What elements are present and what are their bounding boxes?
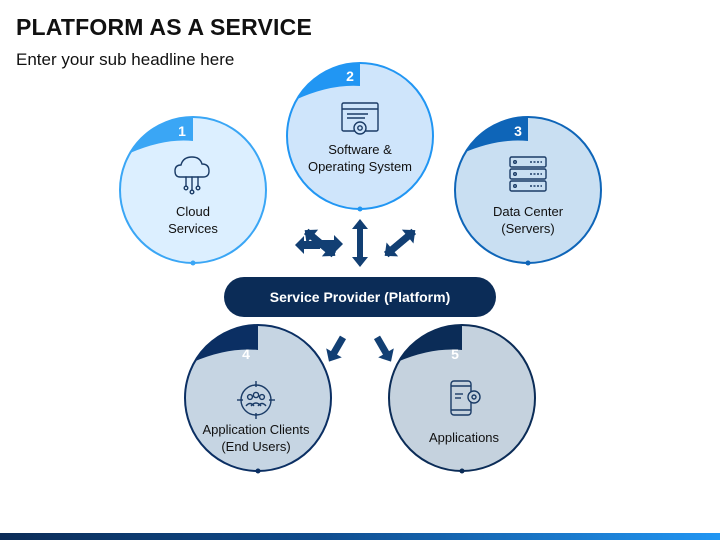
page-title: PLATFORM AS A SERVICE: [16, 14, 312, 40]
node-1-label: Cloud Services: [118, 203, 268, 237]
node-5-number: 5: [451, 346, 459, 362]
node-applications: [388, 324, 536, 474]
node-cloud-services: [119, 116, 267, 266]
node-2-circle: [287, 63, 433, 209]
cloud-network-icon: [174, 156, 210, 195]
node-3-label-line-1: Data Center: [492, 204, 564, 219]
arrow-to-application-clients: [326, 335, 347, 362]
service-provider-label: Service Provider (Platform): [269, 289, 451, 305]
node-3-label-line-2: (Servers): [501, 221, 555, 236]
node-2-label-line-2: Operating System: [307, 159, 413, 174]
mobile-app-gear-icon: [450, 380, 481, 416]
node-5-label-line-1: Applications: [428, 430, 500, 445]
node-1-label-line-2: Services: [168, 221, 218, 236]
node-4-circle: [185, 325, 331, 471]
node-4-label-line-2: (End Users): [221, 439, 291, 454]
arrow-right-diagonal: [383, 228, 417, 258]
server-rack-icon: [509, 156, 547, 192]
users-target-icon: [237, 381, 275, 419]
node-3-circle: [455, 117, 601, 263]
node-3-label: Data Center (Servers): [453, 203, 603, 237]
arrow-center-up-down: [352, 219, 368, 267]
node-4-label-line-1: Application Clients: [202, 422, 310, 437]
node-4-label: Application Clients (End Users): [181, 421, 331, 455]
node-2-label: Software & Operating System: [285, 141, 435, 175]
node-2-number: 2: [346, 68, 354, 84]
node-5-label: Applications: [389, 429, 539, 446]
node-1-number: 1: [178, 123, 186, 139]
arrow-to-applications: [373, 335, 394, 362]
node-1-label-line-1: Cloud: [176, 204, 210, 219]
footer-accent-bar: [0, 533, 720, 540]
arrow-left-diagonal: [303, 228, 337, 258]
node-4-number: 4: [242, 346, 250, 362]
service-provider-bar: Service Provider (Platform): [224, 277, 496, 317]
software-settings-icon: [341, 102, 379, 135]
node-2-label-line-1: Software &: [328, 142, 392, 157]
node-3-number: 3: [514, 123, 522, 139]
node-5-circle: [389, 325, 535, 471]
page-subtitle: Enter your sub headline here: [16, 50, 235, 69]
arrow-to-cloud-services: [295, 235, 343, 254]
